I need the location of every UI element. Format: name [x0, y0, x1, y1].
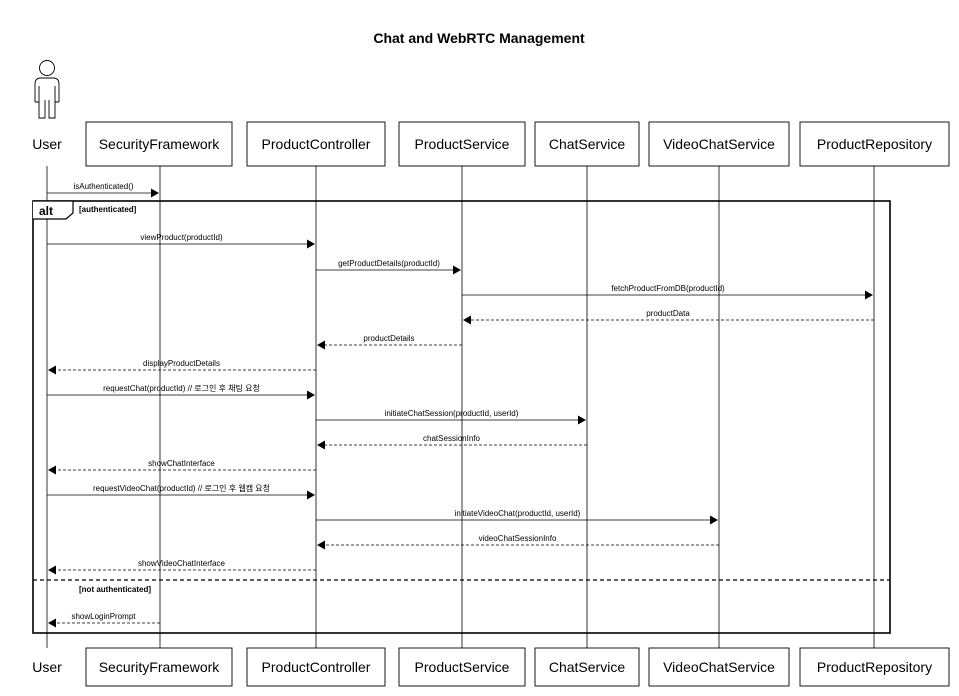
participant-label-service-bottom: ProductService [415, 659, 510, 675]
message-arrowhead-5 [463, 315, 471, 325]
message-label-11: showChatInterface [148, 459, 215, 468]
message-label-2: viewProduct(productId) [140, 233, 223, 242]
guard-not-authenticated: [not authenticated] [79, 585, 151, 594]
participant-label-repo-top: ProductRepository [817, 136, 932, 152]
participant-box-security-bottom [85, 647, 233, 687]
alt-fragment-frame [32, 200, 891, 634]
message-label-5: productData [646, 309, 690, 318]
message-arrowhead-1 [151, 188, 159, 198]
message-arrowhead-4 [865, 290, 873, 300]
message-arrowhead-7 [48, 365, 56, 375]
message-arrowhead-10 [317, 440, 325, 450]
message-arrowhead-9 [578, 415, 586, 425]
message-arrowhead-6 [317, 340, 325, 350]
participant-box-video-bottom [648, 647, 790, 687]
participant-label-service-top: ProductService [415, 136, 510, 152]
participant-label-chat-top: ChatService [549, 136, 625, 152]
participant-label-security-top: SecurityFramework [99, 136, 221, 152]
message-label-7: displayProductDetails [143, 359, 220, 368]
participant-label-video-top: VideoChatService [663, 136, 775, 152]
message-arrowhead-15 [48, 565, 56, 575]
participant-label-repo-bottom: ProductRepository [817, 659, 932, 675]
participant-box-repo-top [799, 121, 950, 167]
participant-box-video-top [648, 121, 790, 167]
message-label-4: fetchProductFromDB(productId) [611, 284, 725, 293]
message-arrowhead-14 [317, 540, 325, 550]
alt-fragment-tab [33, 200, 74, 220]
participant-label-security-bottom: SecurityFramework [99, 659, 221, 675]
message-arrowhead-8 [307, 390, 315, 400]
message-label-9: initiateChatSession(productId, userId) [385, 409, 519, 418]
message-arrowhead-16 [48, 618, 56, 628]
message-label-12: requestVideoChat(productId) // 로그인 후 웹캠 … [93, 483, 270, 493]
user-actor-icon [34, 60, 60, 119]
participant-box-controller-bottom [246, 647, 386, 687]
participant-box-chat-top [534, 121, 640, 167]
participant-label-controller-bottom: ProductController [262, 659, 371, 675]
participant-label-controller-top: ProductController [262, 136, 371, 152]
message-arrowhead-13 [710, 515, 718, 525]
message-label-15: showVideoChatInterface [138, 559, 226, 568]
participant-box-chat-bottom [534, 647, 640, 687]
message-label-6: productDetails [363, 334, 414, 343]
message-label-8: requestChat(productId) // 로그인 후 채팅 요청 [103, 383, 260, 393]
message-label-16: showLoginPrompt [71, 612, 136, 621]
message-label-13: initiateVideoChat(productId, userId) [455, 509, 581, 518]
message-arrowhead-2 [307, 239, 315, 249]
participant-label-video-bottom: VideoChatService [663, 659, 775, 675]
participant-box-controller-top [246, 121, 386, 167]
message-label-3: getProductDetails(productId) [338, 259, 440, 268]
participant-box-security-top [85, 121, 233, 167]
participant-label-user-bottom: User [32, 659, 62, 675]
message-arrowhead-12 [307, 490, 315, 500]
message-arrowhead-3 [453, 265, 461, 275]
participant-box-service-top [398, 121, 526, 167]
participant-box-service-bottom [398, 647, 526, 687]
message-label-1: isAuthenticated() [73, 182, 133, 191]
message-label-14: videoChatSessionInfo [479, 534, 557, 543]
diagram-title: Chat and WebRTC Management [373, 30, 585, 46]
guard-authenticated: [authenticated] [79, 205, 137, 214]
alt-keyword: alt [39, 204, 53, 218]
participant-label-user-top: User [32, 136, 62, 152]
participant-box-repo-bottom [799, 647, 950, 687]
message-arrowhead-11 [48, 465, 56, 475]
participant-label-chat-bottom: ChatService [549, 659, 625, 675]
message-label-10: chatSessionInfo [423, 434, 480, 443]
